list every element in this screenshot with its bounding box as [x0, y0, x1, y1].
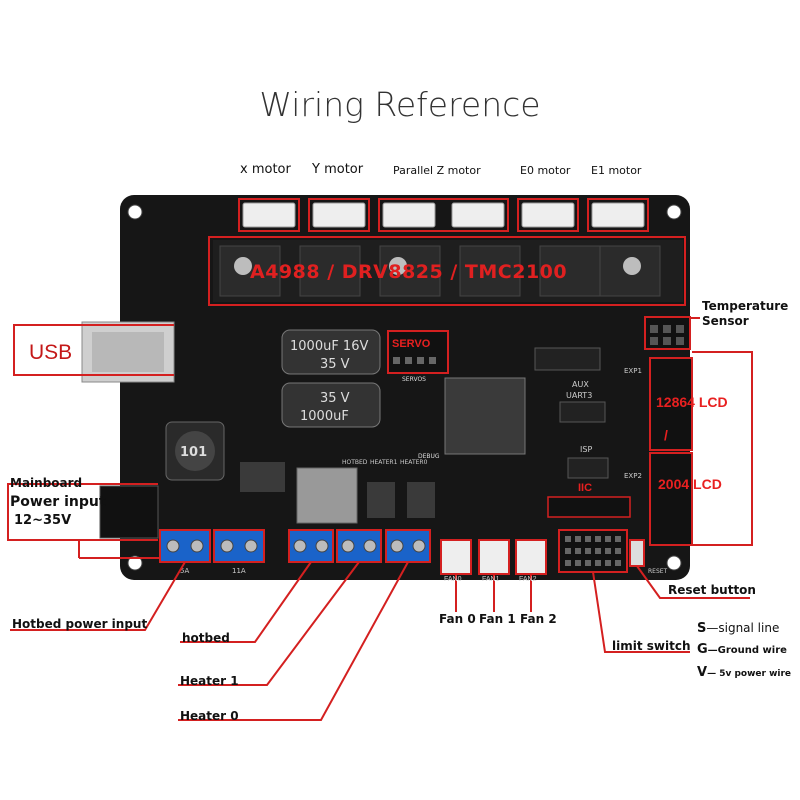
- reset-button-label: Reset button: [668, 583, 756, 597]
- servo-label: SERVO: [392, 338, 431, 350]
- fan0-connector: [440, 539, 472, 575]
- debug-silk: DEBUG: [418, 453, 440, 460]
- driver-pot: [234, 257, 252, 275]
- z-motor-box: [378, 198, 509, 232]
- z2-motor-connector: [451, 202, 505, 228]
- hotbed-label: hotbed: [182, 631, 230, 645]
- y-motor-connector: [312, 202, 366, 228]
- hotbed-silk: HOTBED: [342, 459, 368, 466]
- iic-label: IIC: [578, 482, 593, 494]
- 11a-silk: 11A: [232, 567, 246, 575]
- hotbed-power-leader: [10, 561, 186, 631]
- e1-motor-box: [587, 198, 649, 232]
- heater1-silk: HEATER1: [370, 459, 398, 466]
- hotbed-leader: [180, 561, 312, 643]
- lcd-slash: /: [664, 427, 668, 443]
- y-motor-label: Y motor: [312, 162, 364, 177]
- e0-motor-label: E0 motor: [520, 164, 571, 177]
- heater0-leader: [178, 561, 409, 721]
- 5a-silk: 5A: [180, 567, 189, 575]
- fan1-label: Fan 1: [479, 612, 516, 626]
- lcd-callout: [692, 351, 753, 546]
- fan1-connector: [478, 539, 510, 575]
- z-motor-label: Parallel Z motor: [393, 164, 481, 177]
- driver-label: A4988 / DRV8825 / TMC2100: [250, 261, 568, 283]
- e1-motor-label: E1 motor: [591, 164, 642, 177]
- mainboard-power-callout: [7, 483, 158, 541]
- reset-silk: RESET: [648, 568, 668, 575]
- reset-leader: [636, 565, 750, 599]
- mcu-chip: [444, 377, 526, 455]
- capacitor: [281, 329, 381, 375]
- fan2-silk: FAN2: [519, 576, 537, 583]
- mount-hole: [127, 555, 143, 571]
- aux-silk: AUX: [572, 380, 589, 389]
- e1-motor-connector: [591, 202, 645, 228]
- uart-silk: UART3: [566, 391, 592, 400]
- page-title: Wiring Reference: [259, 85, 541, 124]
- heater1-leader: [178, 561, 360, 686]
- temp-sensor-label-2: Sensor: [702, 314, 749, 328]
- fan0-label: Fan 0: [439, 612, 476, 626]
- heater1-label: Heater 1: [180, 674, 239, 688]
- legend-ground: G—Ground wire: [697, 642, 787, 657]
- power-jack: [99, 485, 159, 539]
- lcd-header-exp1: [649, 357, 693, 451]
- fan2-label: Fan 2: [520, 612, 557, 626]
- limit-leader: [592, 571, 690, 653]
- e0-motor-box: [517, 198, 579, 232]
- z1-motor-connector: [382, 202, 436, 228]
- lcd-2004-label: 2004 LCD: [658, 476, 722, 492]
- mount-hole: [666, 555, 682, 571]
- inductor-marking: 101: [180, 445, 207, 460]
- driver-box: [208, 236, 686, 306]
- cap2-volt: 35 V: [320, 391, 350, 406]
- capacitor: [281, 382, 381, 428]
- legend-signal: S—signal line: [697, 621, 780, 636]
- cap2-marking: 1000uF: [300, 409, 349, 424]
- cap1-marking: 1000uF 16V: [290, 339, 368, 354]
- isp-silk: ISP: [580, 445, 592, 454]
- iic-header: [547, 496, 631, 518]
- usb-callout: [13, 324, 174, 376]
- heater0-label: Heater 0: [180, 709, 239, 723]
- mainboard-label: Mainboard: [10, 476, 83, 490]
- servos-silk: SERVOS: [402, 376, 426, 383]
- limit-switch-label: limit switch: [612, 639, 691, 653]
- fan0-silk: FAN0: [444, 576, 462, 583]
- exp2-silk: EXP2: [624, 472, 642, 480]
- y-motor-box: [308, 198, 370, 232]
- legend-power: V— 5v power wire: [697, 665, 792, 680]
- fan1-silk: FAN1: [482, 576, 500, 583]
- exp1-silk: EXP1: [624, 367, 642, 375]
- driver-pot: [389, 257, 407, 275]
- mount-hole: [127, 204, 143, 220]
- voltage-label: 12~35V: [14, 513, 72, 528]
- x-motor-box: [238, 198, 300, 232]
- reset-button: [629, 539, 645, 567]
- lcd-12864-label: 12864 LCD: [656, 394, 728, 410]
- servo-header: [387, 330, 449, 374]
- temp-sensor-label-1: Temperature: [702, 299, 789, 313]
- x-motor-connector: [242, 202, 296, 228]
- motor-connectors: [242, 202, 645, 228]
- usb-label: USB: [29, 341, 73, 364]
- mount-hole: [666, 204, 682, 220]
- x-motor-label: x motor: [240, 162, 291, 177]
- driver-pot: [623, 257, 641, 275]
- hotbed-power-input-label: Hotbed power input: [12, 617, 148, 631]
- lcd-header-exp2: [649, 452, 693, 546]
- cap1-volt: 35 V: [320, 357, 350, 372]
- fan2-connector: [515, 539, 547, 575]
- power-input-label: Power input: [10, 494, 106, 510]
- e0-motor-connector: [521, 202, 575, 228]
- heater0-silk: HEATER0: [400, 459, 428, 466]
